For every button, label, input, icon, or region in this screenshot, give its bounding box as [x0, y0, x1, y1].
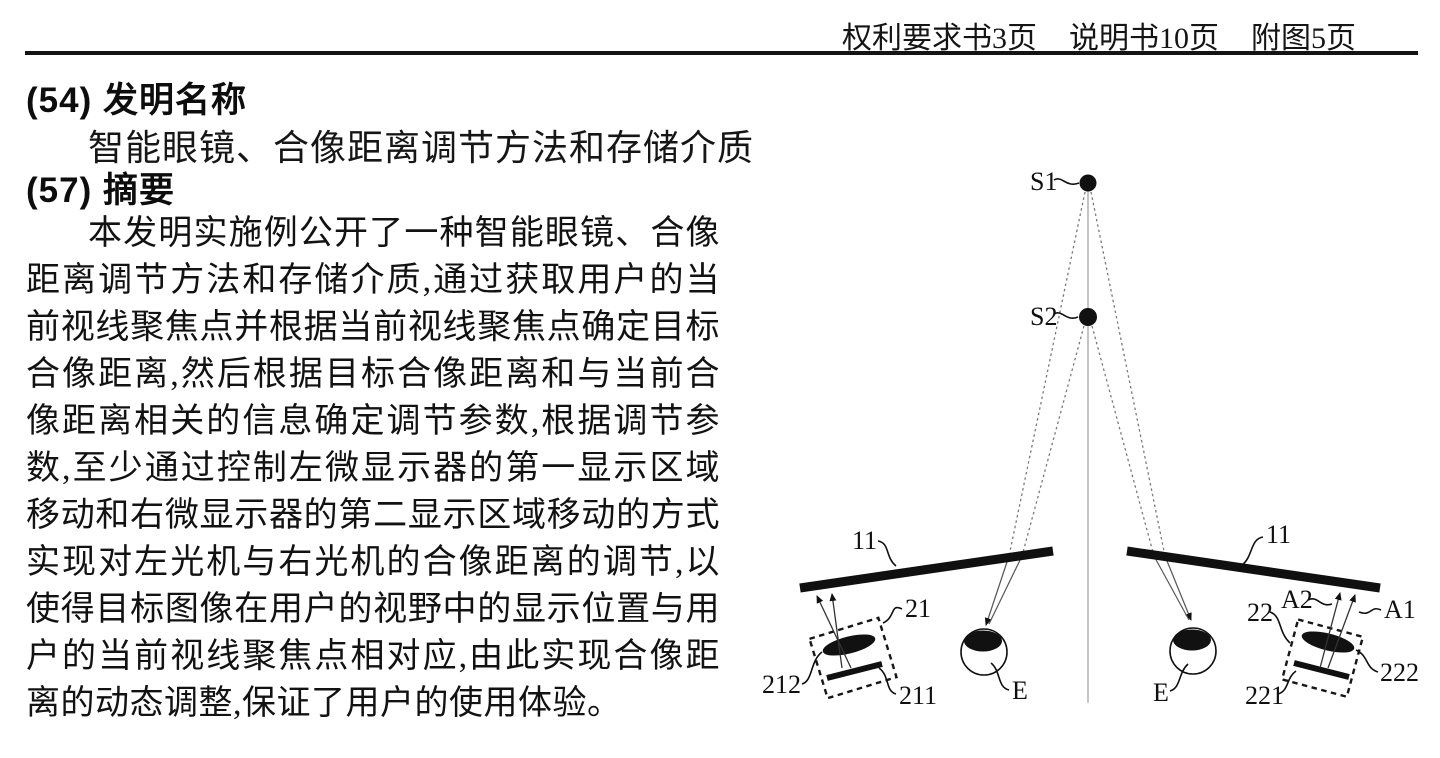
right-emitted-ray-a1 [1327, 594, 1356, 669]
leader-ray-a2 [1307, 598, 1333, 606]
label-right-lens: 222 [1380, 658, 1419, 687]
label-ray-a2: A2 [1281, 585, 1313, 614]
right-display-bar [1293, 660, 1350, 680]
focus-point-s1-dot [1079, 174, 1097, 192]
ray-s2-left [1021, 325, 1085, 557]
right-eye-pupil [1173, 629, 1211, 651]
left-waveguide-bar [799, 546, 1054, 593]
leader-right-module [1269, 611, 1291, 644]
leader-right-lens [1355, 649, 1379, 673]
left-display-bar [826, 661, 883, 681]
leader-right-display [1277, 670, 1297, 695]
right-waveguide-bar [1126, 546, 1381, 593]
left-module-box [808, 616, 898, 700]
leader-left-module [882, 606, 903, 624]
label-right-waveguide: 11 [1266, 520, 1291, 549]
leader-left-lens [801, 651, 823, 685]
ray-into-left-eye-1 [984, 555, 1010, 626]
ray-into-right-eye-2 [1153, 555, 1190, 621]
label-ray-a1: A1 [1384, 595, 1416, 624]
left-eye-pupil [964, 630, 1002, 652]
leader-left-waveguide [877, 540, 897, 567]
label-right-display: 221 [1245, 681, 1284, 710]
label-s1: S1 [1030, 167, 1057, 196]
label-right-module: 22 [1247, 598, 1273, 627]
leader-left-eye [990, 662, 1010, 691]
leader-s2 [1053, 312, 1079, 319]
ray-into-left-eye-2 [988, 555, 1023, 625]
header-divider-rule [25, 51, 1418, 55]
right-lens-shape [1301, 631, 1355, 653]
section-54-heading: (54) 发明名称 [26, 81, 247, 120]
leader-right-waveguide [1241, 536, 1264, 566]
ray-s1-left [1008, 191, 1086, 557]
claims-page-count: 权利要求书3页 [842, 22, 1037, 55]
page-counts-header: 权利要求书3页 说明书10页 附图5页 [842, 13, 1356, 57]
leader-ray-a1 [1358, 608, 1382, 614]
label-right-eye: E [1153, 678, 1169, 707]
label-left-eye: E [1012, 676, 1028, 705]
patent-figure: S1 S2 11 11 21 212 211 E [762, 167, 1419, 710]
ray-into-right-eye-1 [1164, 555, 1192, 621]
invention-title: 智能眼镜、合像距离调节方法和存储介质 [88, 128, 755, 168]
leader-left-display [878, 667, 897, 695]
label-s2: S2 [1030, 302, 1057, 331]
label-left-lens: 212 [762, 670, 801, 699]
leader-s1 [1053, 178, 1080, 185]
label-left-waveguide: 11 [852, 526, 877, 555]
leader-right-eye [1169, 663, 1189, 692]
ray-s2-right [1091, 325, 1155, 557]
label-left-module: 21 [905, 594, 931, 623]
left-emitted-ray-1 [816, 595, 852, 669]
ray-s1-right [1090, 191, 1166, 557]
abstract-text: 本发明实施例公开了一种智能眼镜、合像距离调节方法和存储介质,通过获取用户的当前视… [26, 215, 720, 722]
left-lens-shape [822, 634, 876, 656]
description-page-count: 说明书10页 [1069, 22, 1219, 55]
section-57-heading: (57) 摘要 [26, 171, 175, 210]
right-emitted-ray-a2 [1319, 592, 1342, 669]
focus-point-s2-dot [1079, 308, 1097, 326]
left-emitted-ray-2 [829, 593, 843, 669]
figures-page-count: 附图5页 [1251, 22, 1356, 55]
label-left-display: 211 [899, 681, 937, 710]
